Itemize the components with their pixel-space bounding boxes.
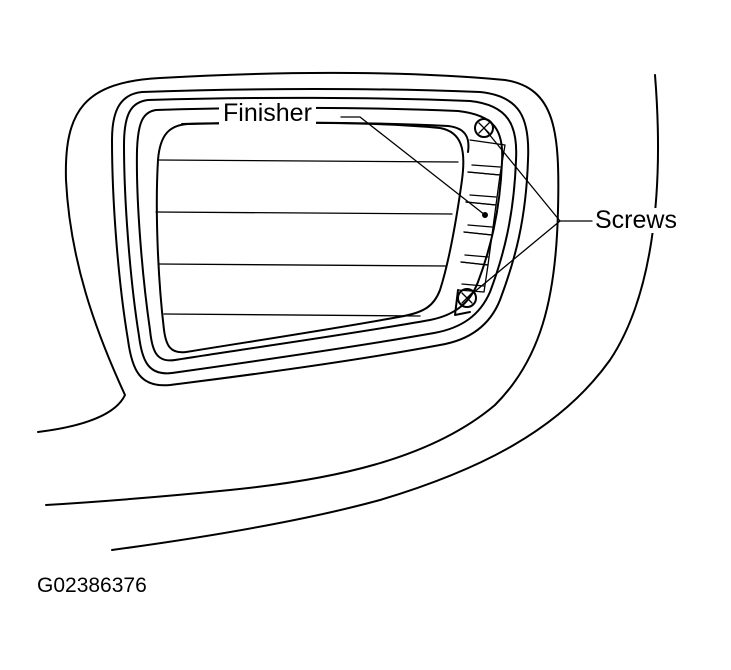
pocket-line-1: [157, 159, 459, 163]
figure-code: G02386376: [37, 574, 147, 597]
escutcheon-outer-frame: [111, 88, 530, 387]
pocket-line-2: [155, 211, 453, 215]
finisher-label: Finisher: [219, 101, 316, 126]
finisher-ribs: [454, 139, 506, 316]
door-edge: [111, 74, 659, 551]
screws-label: Screws: [593, 206, 679, 234]
finisher-leader-line: [340, 116, 486, 216]
screws-leader-line-lower: [466, 220, 561, 299]
finisher-outer-edge: [135, 106, 504, 362]
pocket-line-4: [163, 313, 421, 317]
escutcheon-inner-frame: [123, 96, 518, 375]
door-panel-contour: [37, 71, 560, 506]
handle-pocket: [155, 121, 465, 354]
pocket-line-3: [157, 263, 447, 267]
